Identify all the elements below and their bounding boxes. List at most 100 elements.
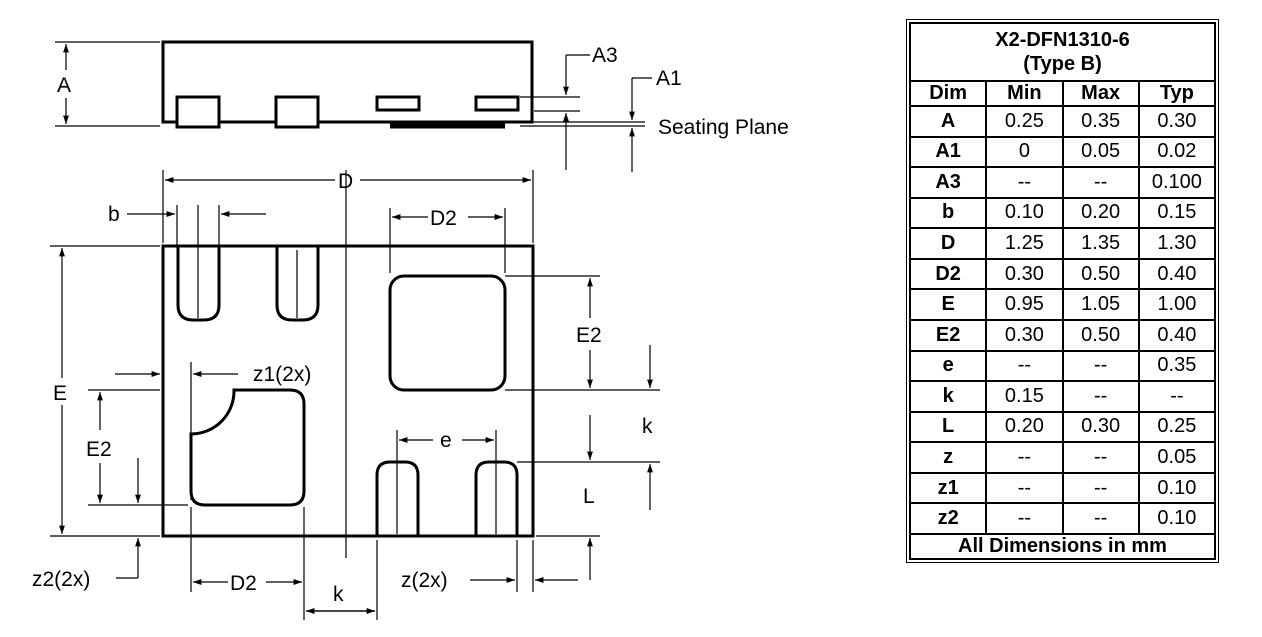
cell-dim: A [908,105,988,138]
table-row: e----0.35 [908,349,1217,383]
label-z1: z1(2x) [253,363,311,386]
cell-typ: 0.35 [1137,349,1217,383]
side-lead-1 [175,95,221,129]
table-footer-row: All Dimensions in mm [909,533,1216,560]
cell-max: 0.35 [1061,105,1140,138]
table-footer: All Dimensions in mm [909,533,1216,560]
cell-min: -- [985,502,1064,535]
table-row: z2----0.10 [908,502,1217,535]
cell-max: -- [1061,502,1140,535]
cell-min: -- [985,349,1064,383]
label-E: E [53,382,67,405]
top-lead-1 [176,246,221,322]
side-lead-4 [474,95,520,112]
label-b: b [108,203,120,226]
cell-max: -- [1061,441,1140,474]
side-lead-2 [274,95,320,129]
cell-min: 0.25 [985,105,1064,138]
label-E2-left: E2 [86,438,112,461]
label-D: D [338,170,353,193]
cell-dim: D [908,227,988,260]
cell-max: -- [1061,380,1140,413]
label-k-bottom: k [333,583,344,606]
cell-max: 0.50 [1061,257,1140,291]
cell-dim: k [908,380,988,413]
cell-dim: D2 [908,257,988,291]
cell-typ: 0.30 [1137,105,1217,138]
cell-min: 0.30 [985,257,1064,291]
label-z: z(2x) [401,569,448,592]
package-outline-drawing: A A3 A1 Seating Plane [32,40,789,620]
cell-min: 0.95 [985,288,1064,321]
header-typ: Typ [1137,80,1217,107]
label-A3: A3 [592,44,618,67]
cell-min: 1.25 [985,227,1064,260]
table-title-line1: X2-DFN1310-6 [995,29,1130,51]
cell-max: -- [1061,471,1140,505]
bottom-view: D b D2 E E2 z1(2x) E2 [32,170,660,620]
label-A: A [57,74,71,97]
cell-min: -- [985,471,1064,505]
cell-max: 1.35 [1061,227,1140,260]
cell-max: -- [1061,166,1140,199]
cell-dim: b [908,196,988,230]
cell-typ: -- [1137,380,1217,413]
cell-typ: 1.00 [1137,288,1217,321]
label-z2: z2(2x) [32,568,90,591]
cell-dim: A1 [908,135,988,169]
label-k-right: k [642,415,653,438]
label-E2-right: E2 [576,324,602,347]
cell-min: 0.10 [985,196,1064,230]
table-row: z1----0.10 [908,471,1217,505]
side-view-body [161,40,534,124]
cell-dim: e [908,349,988,383]
cell-min: 0.30 [985,318,1064,352]
cell-typ: 0.100 [1137,166,1217,199]
label-D2-bottom: D2 [230,572,257,595]
cell-dim: z2 [908,502,988,535]
cell-typ: 0.40 [1137,318,1217,352]
cell-typ: 0.02 [1137,135,1217,169]
label-A1: A1 [656,67,682,90]
cell-max: 0.05 [1061,135,1140,169]
cell-max: 0.50 [1061,318,1140,352]
table-title-row: X2-DFN1310-6 (Type B) [909,22,1216,82]
exposed-pad-1 [388,274,507,392]
cell-min: 0 [985,135,1064,169]
table-header-row: Dim Min Max Typ [908,80,1217,107]
top-lead-2 [275,246,320,322]
exposed-pad-2 [189,388,306,507]
cell-dim: E [908,288,988,321]
label-e: e [440,429,452,452]
cell-dim: L [908,410,988,444]
cell-max: -- [1061,349,1140,383]
cell-min: -- [985,441,1064,474]
cell-dim: A3 [908,166,988,199]
table-row: z----0.05 [908,441,1217,474]
cell-dim: z1 [908,471,988,505]
side-lead-3 [375,95,421,112]
label-L: L [583,485,595,508]
header-min: Min [985,80,1064,107]
table-title-line2: (Type B) [1023,53,1102,75]
label-D2-top: D2 [430,207,457,230]
cell-typ: 0.05 [1137,441,1217,474]
cell-min: 0.15 [985,380,1064,413]
label-seating-plane: Seating Plane [658,116,789,139]
cell-typ: 0.10 [1137,471,1217,505]
header-dim: Dim [908,80,988,107]
table-row: A3----0.100 [908,166,1217,199]
header-max: Max [1061,80,1140,107]
cell-min: 0.20 [985,410,1064,444]
cell-max: 1.05 [1061,288,1140,321]
